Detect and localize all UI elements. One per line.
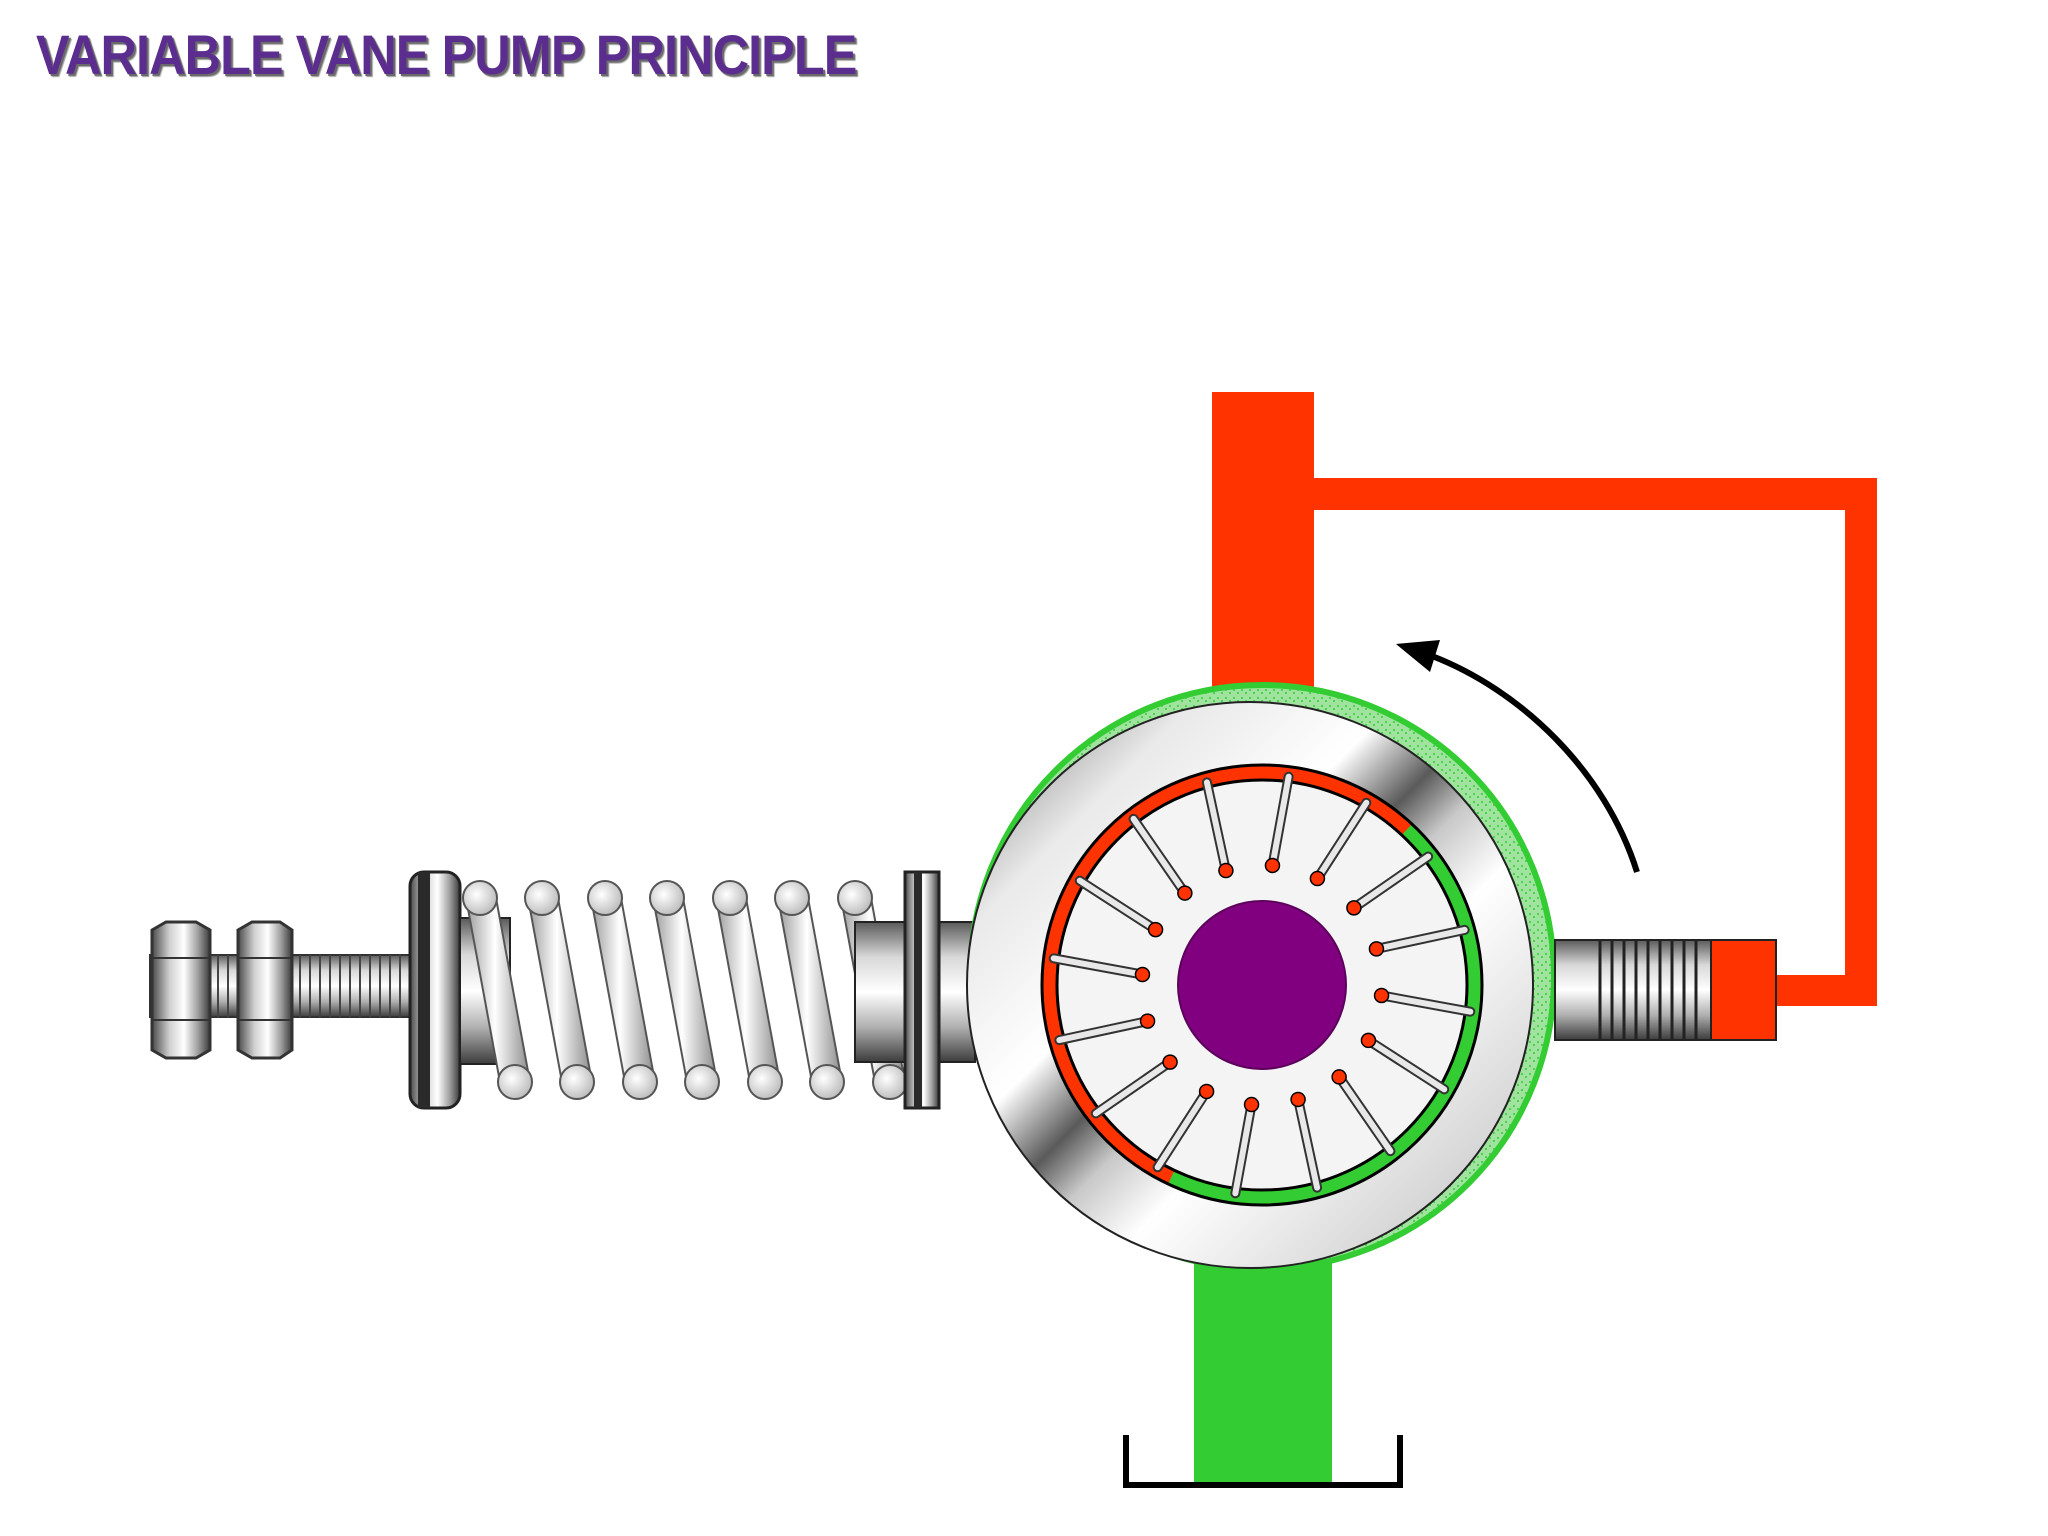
spring-coil (587, 880, 658, 1100)
spring-coil (462, 880, 533, 1100)
vane (1230, 1096, 1260, 1199)
vane (1309, 797, 1372, 887)
vane (1201, 777, 1234, 879)
vane (1360, 1032, 1450, 1095)
vane (1074, 875, 1164, 938)
page-title: VARIABLE VANE PUMP PRINCIPLE (36, 23, 857, 86)
vane (1152, 1083, 1215, 1173)
reservoir (1123, 1435, 1403, 1488)
vane (1373, 987, 1476, 1017)
vane (1368, 924, 1470, 957)
hex-nut-icon (236, 920, 294, 1060)
vanes (1048, 771, 1476, 1199)
spring-coil (524, 880, 595, 1100)
vane (1090, 1054, 1178, 1119)
spring-coil (774, 880, 845, 1100)
pressure-outlet (1212, 392, 1877, 1006)
hex-nut-icon (150, 920, 212, 1060)
compensator-spring (462, 880, 908, 1100)
spring-coil (712, 880, 783, 1100)
spring-coil (649, 880, 720, 1100)
suction-inlet (1194, 1250, 1332, 1486)
vane (1346, 851, 1434, 916)
pressure-control-piston (1554, 939, 1777, 1041)
vane (1048, 953, 1151, 983)
vane (1128, 813, 1193, 901)
vane (1054, 1013, 1156, 1046)
vane (1264, 771, 1294, 874)
rotation-arrow (1396, 640, 1640, 873)
compensator-piston (854, 870, 976, 1110)
vane (1290, 1091, 1323, 1193)
drive-shaft (1177, 900, 1347, 1070)
vane (1331, 1069, 1396, 1157)
adjusting-screw (149, 920, 421, 1060)
